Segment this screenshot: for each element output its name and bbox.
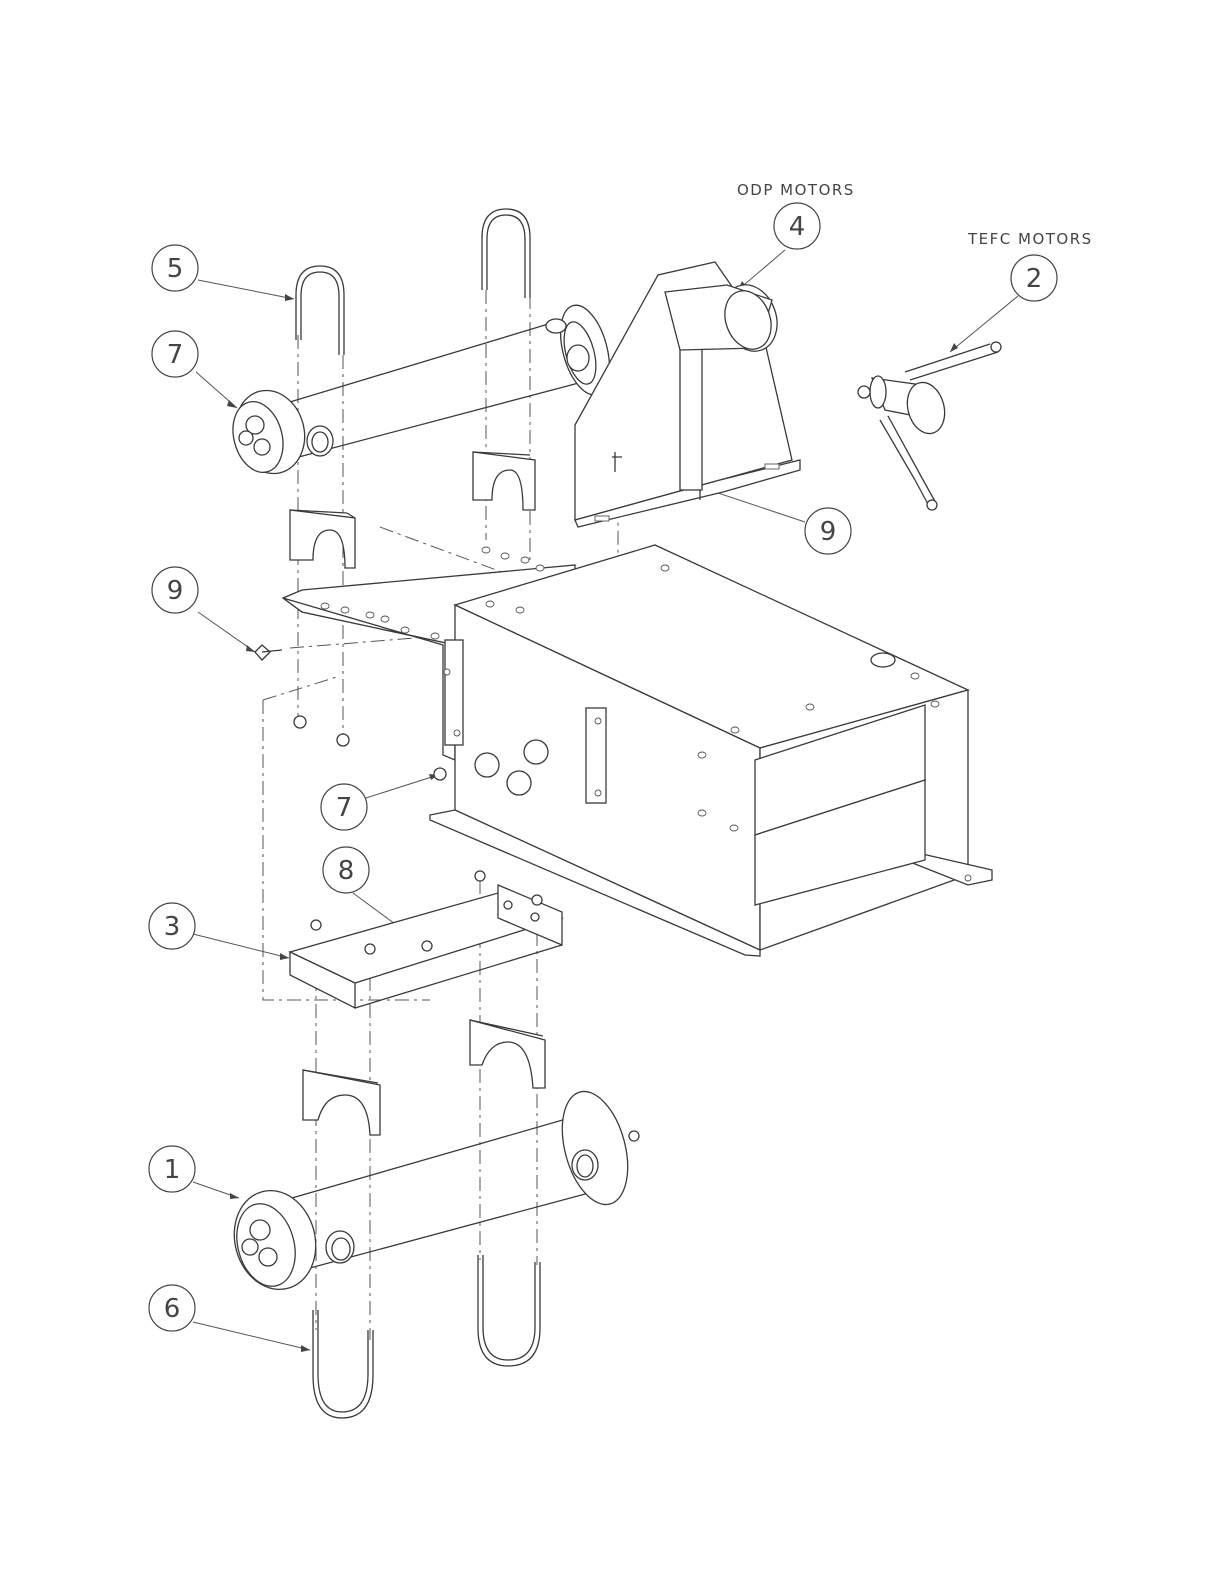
tefc-motor <box>858 342 1001 510</box>
odp-motors-note: ODP MOTORS <box>737 181 855 199</box>
saddle-top-right <box>473 452 535 510</box>
fasteners <box>255 645 446 780</box>
balloon-1: 1 <box>149 1146 195 1192</box>
balloon-2: 2 <box>1011 255 1057 301</box>
balloon-4: 4 <box>774 203 820 249</box>
u-bolt-bottom-left <box>313 1310 373 1418</box>
svg-text:7: 7 <box>167 340 184 370</box>
svg-text:4: 4 <box>789 212 806 242</box>
svg-text:1: 1 <box>164 1155 181 1185</box>
balloon-7-mid: 7 <box>321 784 367 830</box>
saddle-top-left <box>290 510 355 568</box>
balloon-3: 3 <box>149 903 195 949</box>
lower-mounting-bracket <box>290 871 562 1008</box>
tefc-motors-note: TEFC MOTORS <box>967 230 1093 248</box>
svg-text:3: 3 <box>164 912 181 942</box>
balloon-9-left: 9 <box>152 567 198 613</box>
u-bolt-top-right <box>482 209 530 298</box>
saddle-bottom-left <box>303 1070 380 1135</box>
heat-exchanger-top <box>226 300 619 481</box>
svg-text:2: 2 <box>1026 264 1043 294</box>
base-frame <box>283 545 992 956</box>
balloon-9-right: 9 <box>805 508 851 554</box>
svg-text:5: 5 <box>167 254 184 284</box>
svg-text:9: 9 <box>167 576 184 606</box>
svg-text:9: 9 <box>820 517 837 547</box>
heat-exchanger-bottom <box>223 1084 639 1298</box>
balloon-5: 5 <box>152 245 198 291</box>
balloon-6: 6 <box>149 1285 195 1331</box>
svg-text:6: 6 <box>164 1294 181 1324</box>
svg-text:8: 8 <box>338 856 355 886</box>
balloon-7-top: 7 <box>152 331 198 377</box>
motor-mount-bracket <box>575 262 800 527</box>
u-bolt-top-left <box>296 266 344 355</box>
saddle-bottom-right <box>470 1020 545 1088</box>
balloon-8: 8 <box>323 847 369 893</box>
u-bolt-bottom-right <box>478 1255 540 1366</box>
svg-text:7: 7 <box>336 793 353 823</box>
